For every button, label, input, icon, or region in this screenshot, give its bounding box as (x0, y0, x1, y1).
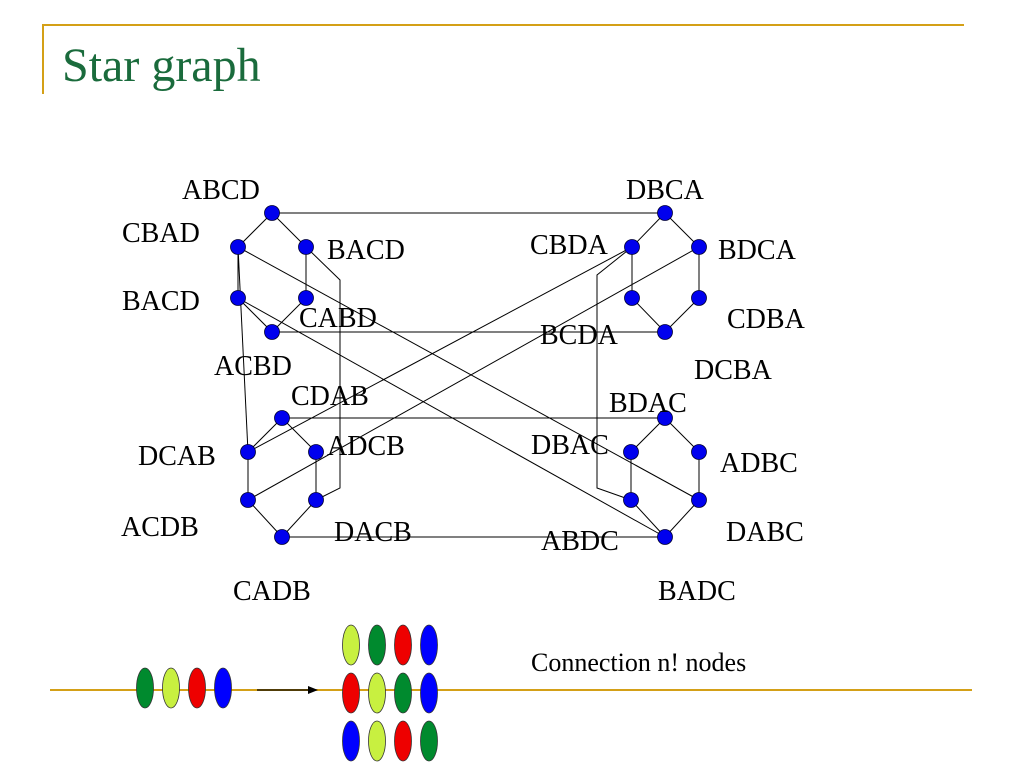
permutation-token (342, 672, 360, 714)
graph-edge (237, 246, 700, 501)
node-label: DCAB (138, 441, 216, 472)
graph-node (308, 492, 324, 508)
graph-node (240, 444, 256, 460)
slide-title: Star graph (62, 39, 261, 92)
node-label: CDBA (727, 304, 806, 335)
graph-edge (247, 417, 283, 453)
permutation-token (342, 624, 360, 666)
node-label: ACDB (121, 512, 199, 543)
graph-node (657, 324, 673, 340)
graph-node (657, 205, 673, 221)
graph-node (264, 324, 280, 340)
node-label: CABD (299, 303, 377, 334)
node-label: CDAB (291, 381, 369, 412)
graph-edge (237, 297, 666, 538)
permutation-token (342, 720, 360, 762)
graph-node (624, 290, 640, 306)
graph-edge (305, 246, 341, 501)
graph-edge (237, 246, 249, 453)
node-label: BACD (327, 235, 405, 266)
graph-edge (664, 417, 700, 453)
node-label: DBAC (531, 430, 609, 461)
graph-node (298, 290, 314, 306)
graph-edge (630, 499, 666, 538)
graph-edge (247, 246, 700, 501)
graph-edge (281, 499, 317, 538)
title-rule-left (42, 24, 44, 94)
graph-edge (237, 297, 273, 333)
arrow-head (308, 686, 318, 694)
graph-nodes (230, 205, 707, 545)
permutation-token (420, 624, 438, 666)
node-label: BACD (122, 286, 200, 317)
permutation-token (368, 720, 386, 762)
permutation-token (136, 667, 154, 709)
graph-node (274, 529, 290, 545)
graph-edges (237, 212, 700, 538)
graph-edge (664, 499, 700, 538)
graph-node (691, 492, 707, 508)
caption: Connection n! nodes (531, 648, 747, 677)
graph-edge (630, 417, 666, 453)
permutation-illustration (136, 624, 438, 762)
permutation-token (420, 720, 438, 762)
node-label: ABCD (182, 175, 260, 206)
permutation-token (368, 672, 386, 714)
graph-node (308, 444, 324, 460)
node-label: ADBC (720, 448, 798, 479)
permutation-token (368, 624, 386, 666)
node-label: DCBA (694, 355, 773, 386)
graph-node (623, 444, 639, 460)
permutation-token (214, 667, 232, 709)
graph-node (264, 205, 280, 221)
graph-edge (664, 212, 700, 248)
permutation-token (188, 667, 206, 709)
graph-node (691, 444, 707, 460)
node-label: BADC (658, 576, 736, 607)
node-label: CADB (233, 576, 311, 607)
graph-node (274, 410, 290, 426)
node-label: CBDA (530, 230, 609, 261)
node-label: ADCB (327, 431, 405, 462)
node-label: ACBD (214, 351, 292, 382)
graph-edge (596, 246, 633, 501)
permutation-token (394, 672, 412, 714)
permutation-token (394, 720, 412, 762)
graph-edge (271, 212, 307, 248)
graph-node (691, 239, 707, 255)
graph-node (230, 290, 246, 306)
graph-node (657, 529, 673, 545)
graph-node (691, 290, 707, 306)
permutation-token (162, 667, 180, 709)
graph-node (230, 239, 246, 255)
node-label: BDAC (609, 388, 687, 419)
node-label: DACB (334, 517, 412, 548)
node-label: CBAD (122, 218, 200, 249)
graph-node (240, 492, 256, 508)
node-label: DABC (726, 517, 804, 548)
title-rule-top (42, 24, 964, 26)
node-label: DBCA (626, 175, 705, 206)
permutation-token (420, 672, 438, 714)
graph-node (298, 239, 314, 255)
graph-edge (247, 246, 633, 453)
graph-edge (281, 417, 317, 453)
graph-edge (247, 499, 283, 538)
node-label: BCDA (540, 320, 619, 351)
node-label: BDCA (718, 235, 797, 266)
graph-node (657, 410, 673, 426)
permutation-token (394, 624, 412, 666)
graph-edge (271, 297, 307, 333)
node-labels: ABCD DBCA CBAD BACD CBDA BDCA BACD CABD … (121, 175, 806, 607)
graph-edge (237, 212, 273, 248)
graph-node (624, 239, 640, 255)
graph-node (623, 492, 639, 508)
footer-rule (50, 689, 972, 691)
graph-edge (664, 297, 700, 333)
node-label: ABDC (541, 526, 619, 557)
